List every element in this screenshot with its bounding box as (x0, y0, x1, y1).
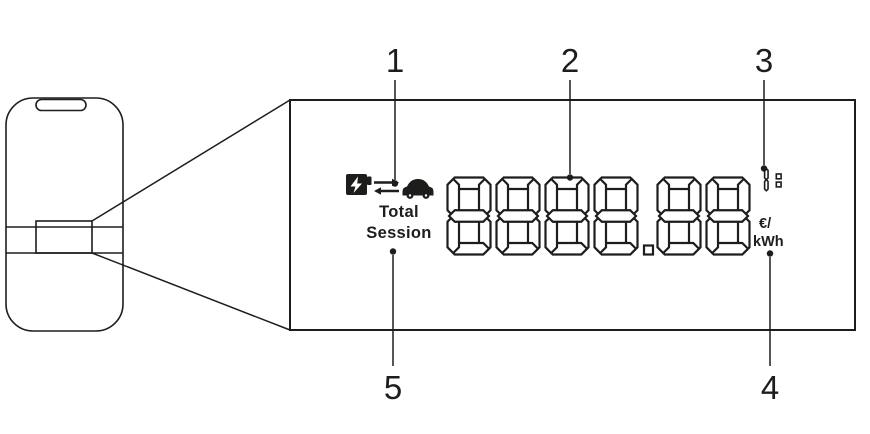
callout-3-number: 3 (755, 42, 773, 79)
decimal-point (642, 244, 655, 256)
segment (657, 209, 701, 223)
callout-3: 3 (755, 42, 773, 172)
car-icon (402, 179, 434, 199)
device (5, 97, 124, 332)
callout-4: 4 (761, 250, 779, 406)
callout-1-number: 1 (386, 42, 404, 79)
callout-5: 5 (384, 248, 402, 406)
callout-5-dot (389, 248, 397, 255)
callout-2-dot (566, 174, 574, 181)
callout-2-number: 2 (561, 42, 579, 79)
arrow-left-head (374, 187, 381, 195)
colon-dot (775, 173, 782, 180)
segment (496, 209, 540, 223)
lightning-bolt-icon (350, 176, 362, 193)
car-body (402, 179, 434, 196)
segment (706, 209, 750, 223)
time-indicator (763, 167, 782, 192)
callout-2: 2 (561, 42, 579, 181)
projection-line-top (91, 99, 291, 222)
label-session: Session (366, 224, 431, 242)
device-outline (5, 97, 124, 332)
projection-line-bottom (91, 252, 291, 331)
colon-dot (775, 181, 782, 188)
callout-4-dot (766, 250, 774, 257)
car-wheel-left-hub (408, 194, 412, 197)
device-display-window (35, 220, 93, 254)
car-wheel-right-hub (424, 194, 428, 197)
callout-3-dot (760, 165, 768, 172)
segment (545, 209, 589, 223)
callout-1-dot (391, 180, 399, 187)
charging-station-icon (346, 174, 372, 195)
segment (763, 178, 769, 192)
segment (447, 209, 491, 223)
callout-1: 1 (386, 42, 404, 187)
charging-station-nozzle (367, 176, 372, 185)
seven-segment-value (446, 176, 751, 256)
callout-4-number: 4 (761, 369, 779, 406)
unit-currency: €/ (759, 216, 771, 232)
unit-energy: kWh (753, 234, 784, 250)
callout-5-number: 5 (384, 369, 402, 406)
segment (594, 209, 638, 223)
device-top-detail (35, 98, 87, 112)
label-total: Total (379, 203, 419, 221)
